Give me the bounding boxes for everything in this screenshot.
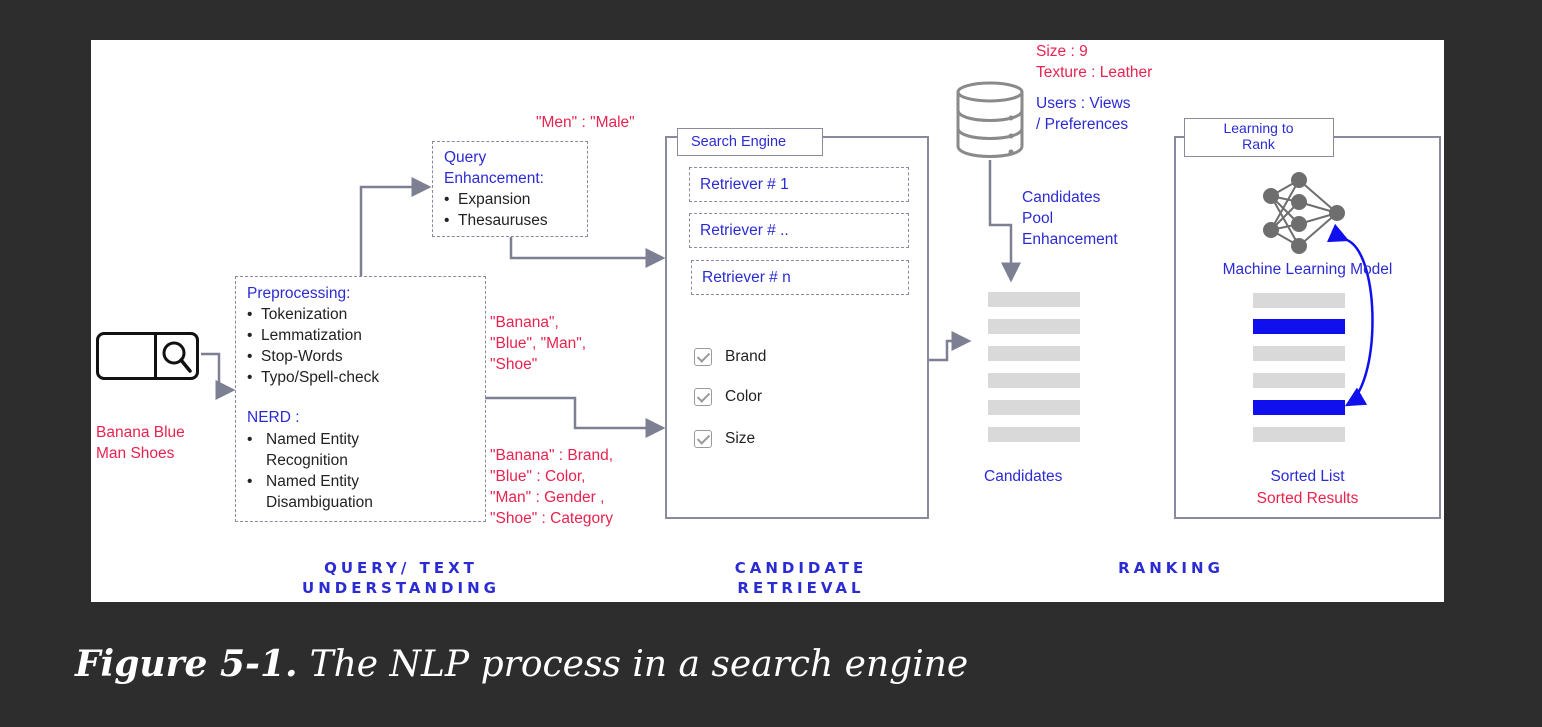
stage-label-query-understanding: QUERY/ TEXT UNDERSTANDING xyxy=(302,559,500,597)
stage-label-candidate-retrieval: CANDIDATE RETRIEVAL xyxy=(734,559,868,597)
database-icon xyxy=(956,81,1024,158)
sorted-results-label: Sorted Results xyxy=(1256,490,1359,507)
swap-arrow-icon xyxy=(1326,223,1374,407)
sorted-bar-highlighted xyxy=(1253,400,1345,415)
preprocessing-item: • Lemmatization xyxy=(247,327,362,344)
sorted-bar xyxy=(1253,427,1345,442)
filter-label: Brand xyxy=(725,348,767,365)
sorted-bar xyxy=(1253,346,1345,361)
checkbox-icon xyxy=(694,430,712,448)
preprocessing-item: • Tokenization xyxy=(247,306,348,323)
database-attributes: Size : 9 Texture : Leather xyxy=(1036,43,1153,81)
preprocessing-box: Preprocessing: • Tokenization • Lemmatiz… xyxy=(235,276,486,522)
candidate-bar xyxy=(988,400,1080,415)
search-box-divider xyxy=(154,332,157,380)
retriever-label: Retriever # .. xyxy=(700,222,789,239)
ml-model-label: Machine Learning Model xyxy=(1222,261,1393,278)
preprocessing-title: Preprocessing: xyxy=(247,285,351,302)
candidate-bar xyxy=(988,427,1080,442)
figure-caption: Figure 5-1. The NLP process in a search e… xyxy=(75,643,968,685)
ranking-title: Learning to Rank xyxy=(1223,120,1294,152)
sorted-list-label: Sorted List xyxy=(1270,468,1345,485)
search-icon xyxy=(162,341,192,373)
neural-network-icon xyxy=(1263,172,1345,254)
nerd-title: NERD : xyxy=(247,409,300,426)
sorted-bar xyxy=(1253,373,1345,388)
candidate-bar xyxy=(988,319,1080,334)
checkbox-icon xyxy=(694,348,712,366)
candidate-bar xyxy=(988,373,1080,388)
checkbox-icon xyxy=(694,388,712,406)
search-box xyxy=(96,332,199,380)
database-users: Users : Views / Preferences xyxy=(1036,95,1131,133)
sorted-bar xyxy=(1253,293,1345,308)
query-enhancement-title: Query Enhancement: xyxy=(444,149,544,187)
figure-number: Figure 5-1. xyxy=(75,643,298,685)
diagram-panel: Banana Blue Man Shoes Query Enhancement:… xyxy=(91,40,1444,602)
search-engine-title: Search Engine xyxy=(691,134,787,150)
filter-label: Size xyxy=(725,430,756,447)
candidates-label: Candidates xyxy=(984,468,1063,485)
ranking-title-box: Learning to Rank xyxy=(1184,118,1334,157)
nerd-item: • xyxy=(247,473,253,490)
filter-label: Color xyxy=(725,388,763,405)
retriever-box: Retriever # 1 xyxy=(689,167,909,202)
search-engine-title-box: Search Engine xyxy=(677,128,823,156)
query-enhancement-annotation: "Men" : "Male" xyxy=(536,114,635,131)
retriever-box: Retriever # .. xyxy=(689,213,909,248)
candidate-bar xyxy=(988,292,1080,307)
tokens-annotation: "Banana", "Blue", "Man", "Shoe" xyxy=(490,314,587,373)
query-enhancement-item: • Expansion xyxy=(444,191,531,208)
preprocessing-item: • Typo/Spell-check xyxy=(247,369,380,386)
nerd-item-text: Named Entity Recognition xyxy=(266,431,360,469)
retriever-box: Retriever # n xyxy=(691,260,909,295)
query-enhancement-box: Query Enhancement: • Expansion • Thesaur… xyxy=(432,141,588,237)
query-enhancement-item: • Thesauruses xyxy=(444,212,548,229)
entities-annotation: "Banana" : Brand, "Blue" : Color, "Man" … xyxy=(490,447,614,527)
stage-label-ranking: RANKING xyxy=(1118,559,1224,577)
nerd-item-text: Named Entity Disambiguation xyxy=(266,473,373,511)
figure-caption-text: The NLP process in a search engine xyxy=(309,644,969,685)
search-query-text: Banana Blue Man Shoes xyxy=(96,424,185,462)
retriever-label: Retriever # n xyxy=(702,269,791,286)
candidate-bar xyxy=(988,346,1080,361)
preprocessing-item: • Stop-Words xyxy=(247,348,343,365)
sorted-bar-highlighted xyxy=(1253,319,1345,334)
candidates-pool-label: Candidates Pool Enhancement xyxy=(1022,189,1118,248)
retriever-label: Retriever # 1 xyxy=(700,176,789,193)
connector-arrows xyxy=(201,160,1374,438)
nerd-item: • xyxy=(247,431,253,448)
